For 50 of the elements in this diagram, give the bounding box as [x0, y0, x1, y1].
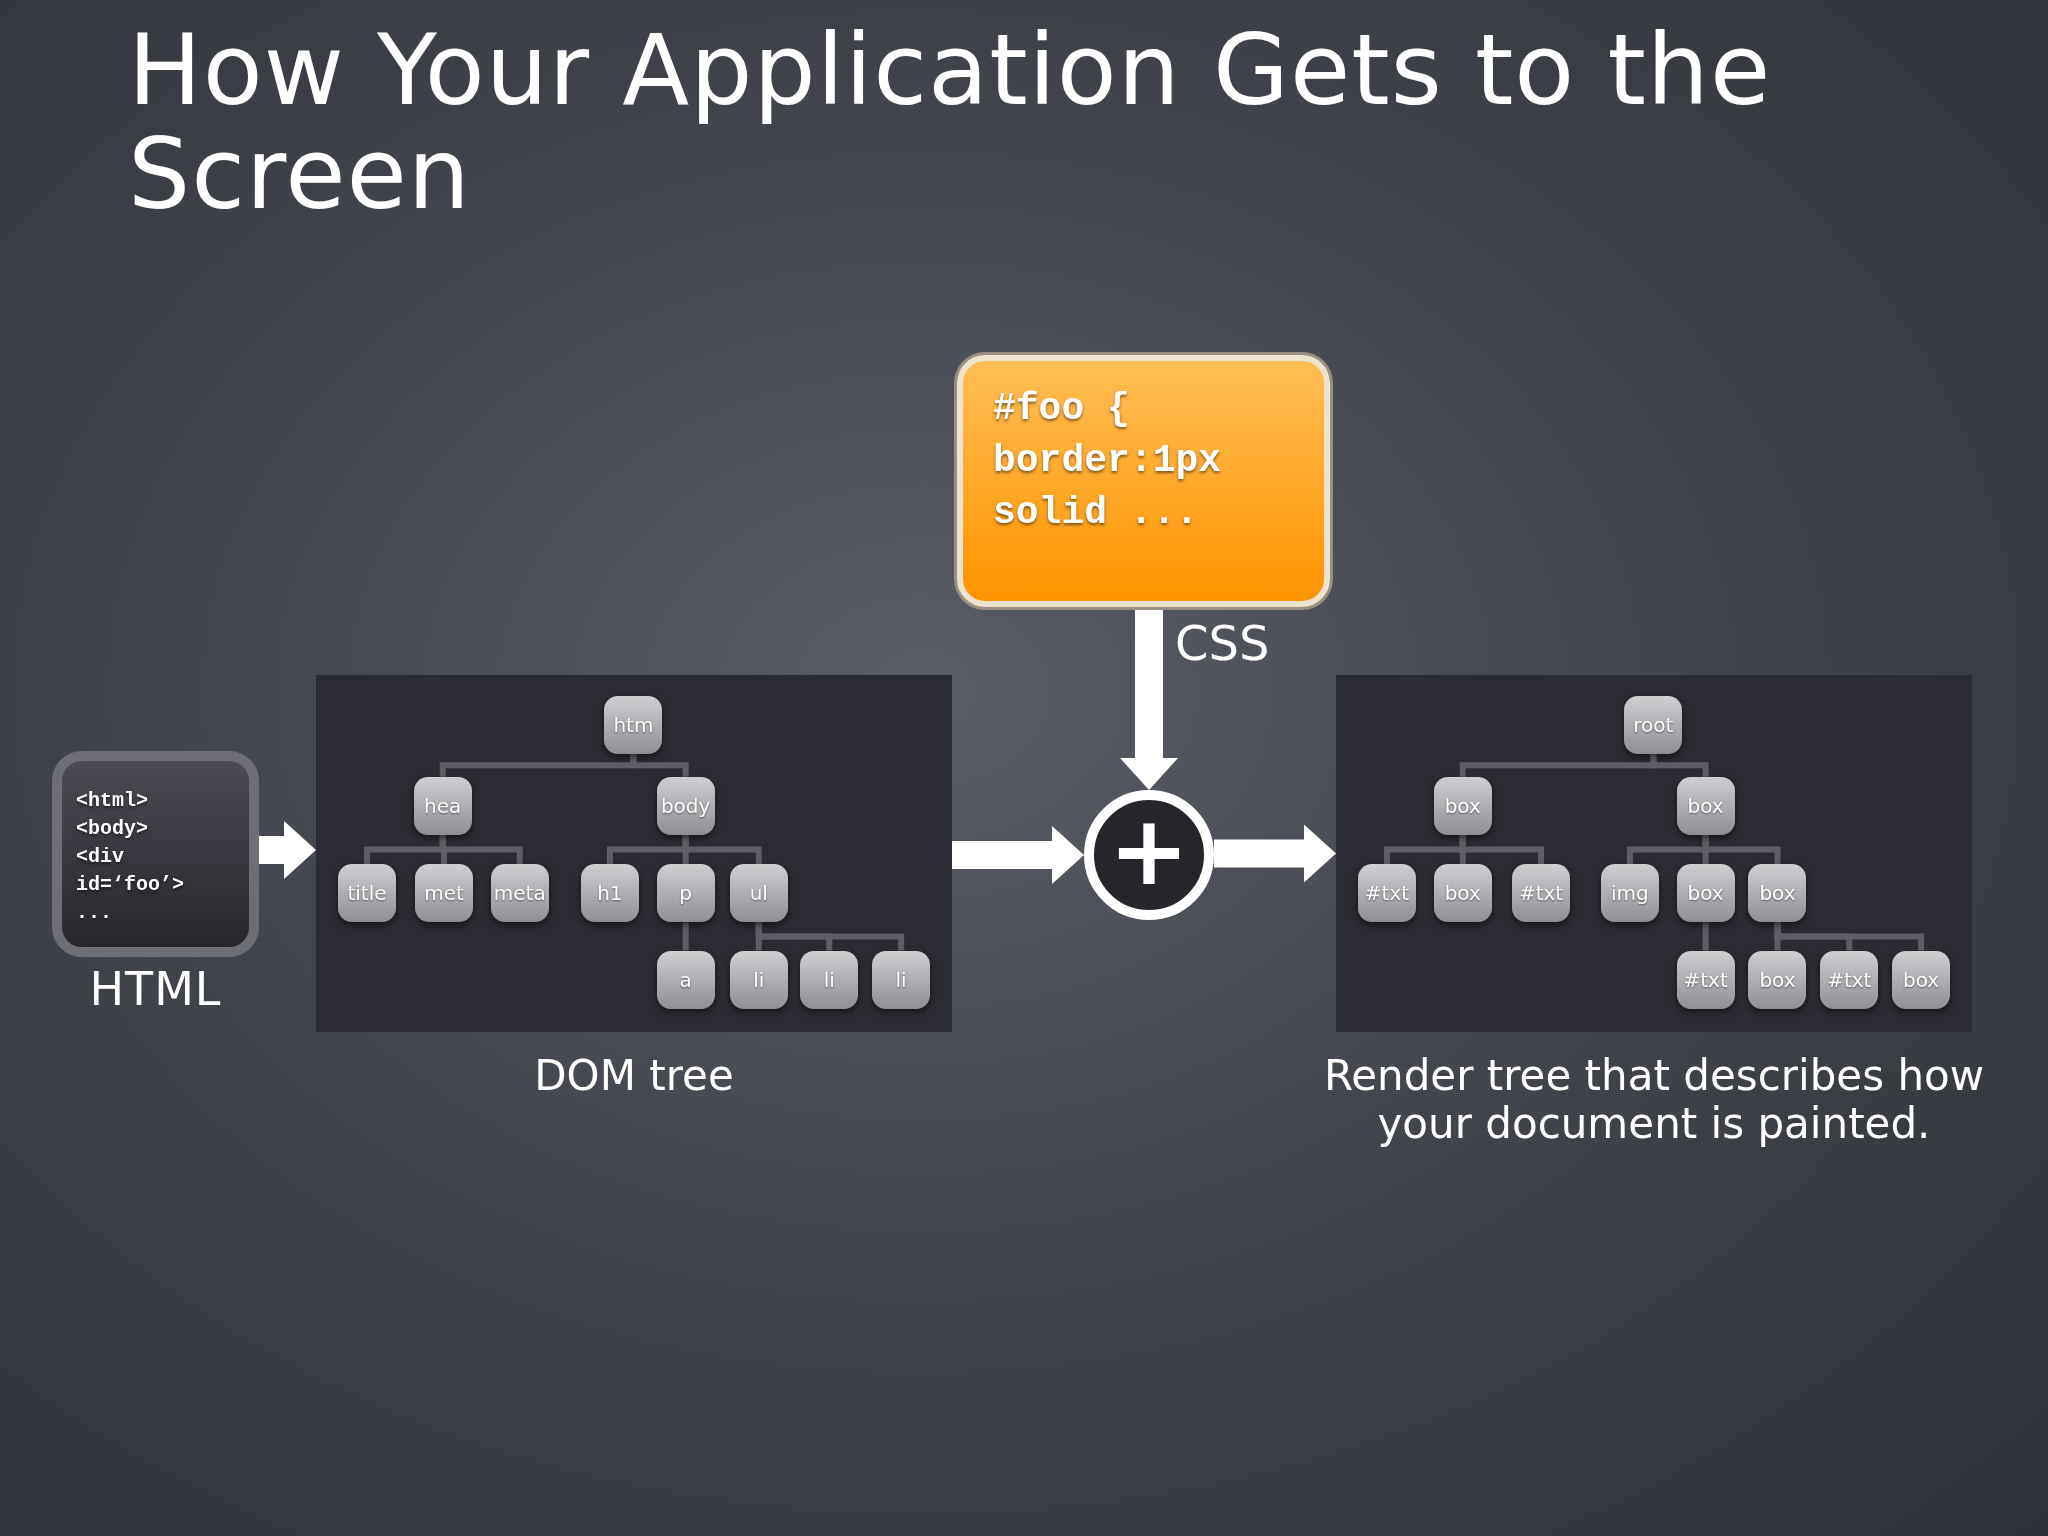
- tree-node: meta: [490, 864, 549, 923]
- tree-node: met: [415, 864, 474, 923]
- tree-node: li: [729, 950, 788, 1009]
- tree-connector: [439, 834, 523, 865]
- arrow: [1214, 824, 1336, 883]
- tree-node: title: [338, 864, 396, 923]
- tree-node: #txt: [1820, 950, 1879, 1009]
- tree-node: box: [1748, 864, 1807, 923]
- tree-node: li: [800, 950, 859, 1009]
- tree-node: body: [656, 776, 715, 835]
- tree-connector: [755, 922, 905, 951]
- code-box: [957, 355, 1330, 607]
- tree-connector: [1774, 922, 1925, 951]
- code-box: [52, 751, 259, 957]
- tree-connector: [682, 834, 762, 865]
- tree-node: box: [1433, 864, 1492, 923]
- tree-connector: [1702, 922, 1709, 951]
- tree-node: #txt: [1512, 864, 1571, 923]
- slide-title: How Your Application Gets to the Screen: [128, 18, 1773, 226]
- box-caption: HTML: [88, 965, 223, 1013]
- tree-node: a: [656, 950, 715, 1009]
- tree-connector: [630, 753, 689, 777]
- tree-connector: [682, 922, 689, 951]
- tree-node: root: [1624, 695, 1683, 754]
- tree-node: ul: [729, 864, 788, 923]
- tree-node: hea: [413, 776, 472, 835]
- tree-node: box: [1676, 864, 1735, 923]
- tree-node: box: [1433, 776, 1492, 835]
- tree-node: p: [656, 864, 715, 923]
- tree-node: #txt: [1676, 950, 1735, 1009]
- tree-connector: [1702, 834, 1781, 865]
- arrow: [952, 826, 1084, 884]
- edge-label: CSS: [1175, 615, 1270, 671]
- tree-node: #txt: [1357, 864, 1416, 923]
- tree-connector: [1459, 834, 1545, 865]
- arrow: [1120, 607, 1178, 790]
- arrow: [259, 821, 316, 879]
- tree-node: htm: [604, 695, 663, 754]
- panel-caption: Render tree that describes how your document is painted.: [1322, 1052, 1986, 1148]
- plus-circle: +: [1084, 790, 1214, 920]
- tree-connector: [1650, 753, 1709, 777]
- tree-node: box: [1892, 950, 1951, 1009]
- tree-node: box: [1748, 950, 1807, 1009]
- panel-caption: DOM tree: [533, 1052, 735, 1100]
- code-text: <html> <body> <div id=‘foo’> ...: [76, 788, 186, 926]
- tree-node: box: [1676, 776, 1735, 835]
- code-text: #foo { border:1px solid ...: [993, 386, 1223, 536]
- tree-node: img: [1600, 864, 1659, 923]
- tree-node: li: [872, 950, 931, 1009]
- tree-node: h1: [580, 864, 639, 923]
